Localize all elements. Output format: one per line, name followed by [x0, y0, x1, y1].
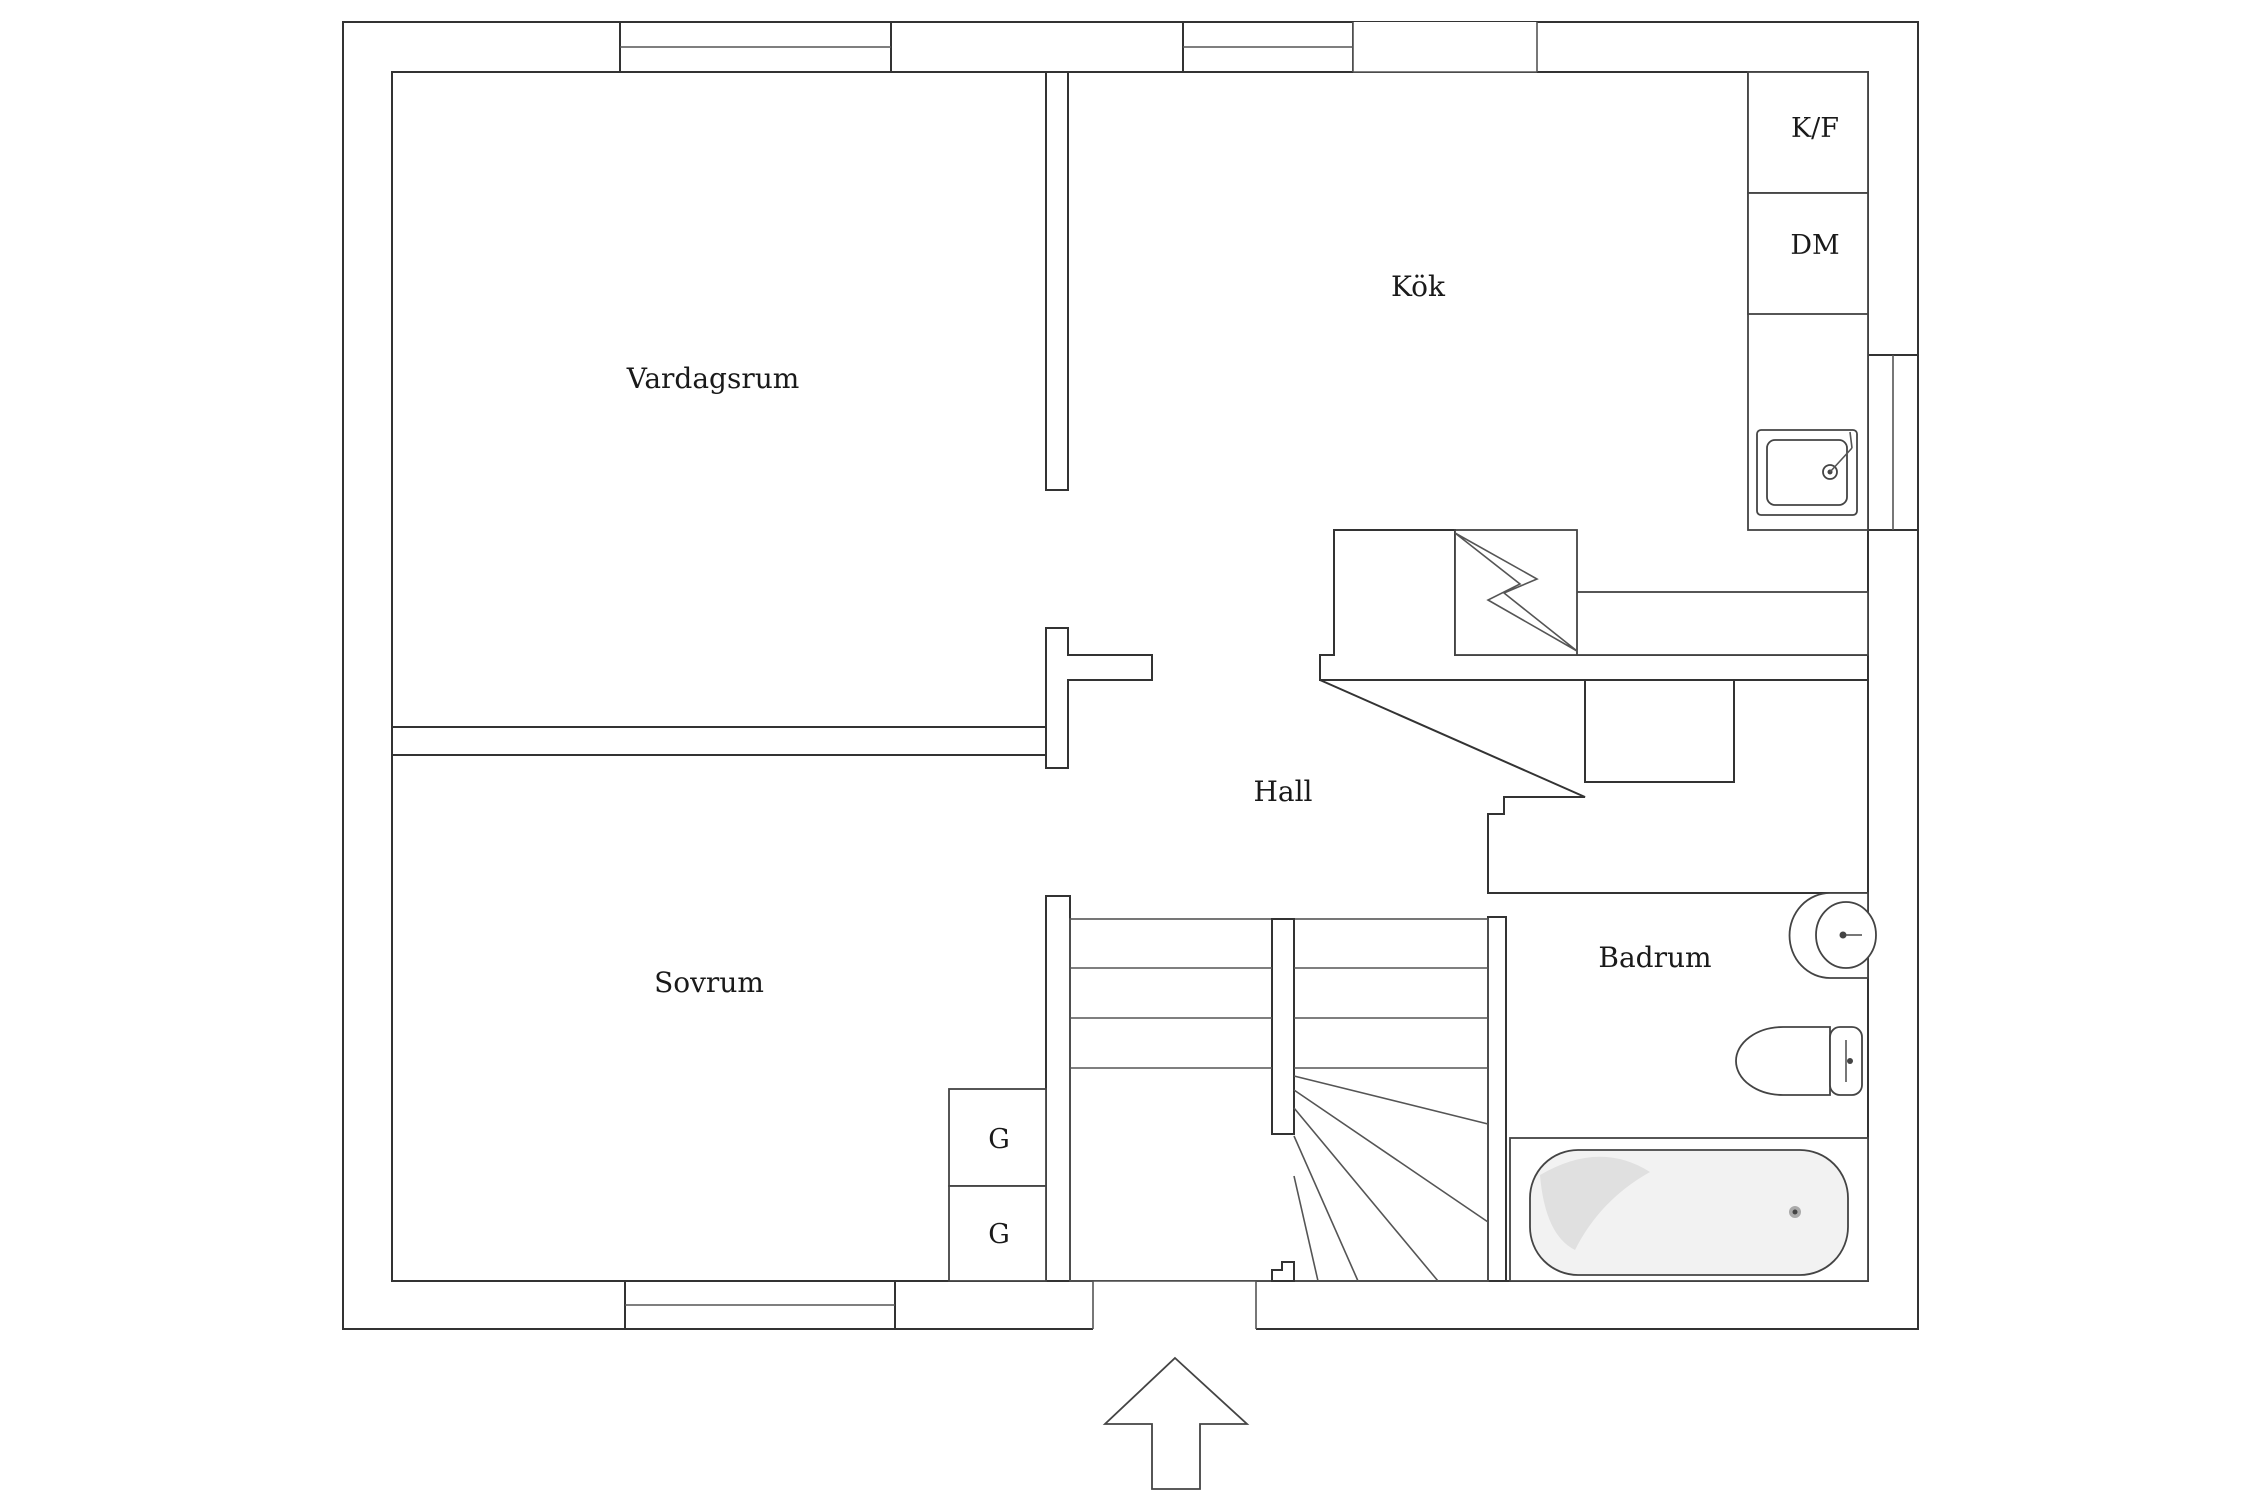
room-label-kitchen: Kök — [1391, 270, 1446, 303]
door-opening-kitchen — [1353, 22, 1537, 72]
lightning-symbol — [1454, 532, 1578, 652]
room-label-living: Vardagsrum — [626, 362, 800, 395]
toilet-icon — [1735, 1026, 1863, 1096]
dishwasher-box — [1747, 192, 1869, 315]
room-label-bathroom: Badrum — [1598, 941, 1711, 974]
entrance-opening — [1093, 1281, 1256, 1331]
bathtub-icon — [1509, 1137, 1869, 1282]
wall-living-bedroom — [391, 726, 1047, 756]
fridge-freezer-box — [1747, 71, 1869, 194]
room-label-bedroom: Sovrum — [654, 966, 764, 999]
kitchen-sink-icon — [1756, 429, 1858, 516]
label-wardrobe-2: G — [988, 1219, 1010, 1250]
wall-living-hall — [1045, 627, 1153, 769]
label-dishwasher: DM — [1790, 230, 1839, 261]
label-fridge-freezer: K/F — [1791, 113, 1839, 144]
wall-living-kitchen — [1045, 71, 1069, 491]
wardrobe-2-box — [948, 1185, 1047, 1282]
wall-bath-north — [1319, 679, 1869, 894]
arrow-up-icon — [1102, 1356, 1250, 1490]
label-wardrobe-1: G — [988, 1124, 1010, 1155]
room-label-hall: Hall — [1253, 775, 1312, 808]
bathroom-sink-icon — [1788, 892, 1877, 979]
wall-bath-west — [1487, 916, 1507, 1282]
staircase — [1069, 918, 1489, 1282]
wall-bedroom-stair — [1045, 895, 1071, 1282]
